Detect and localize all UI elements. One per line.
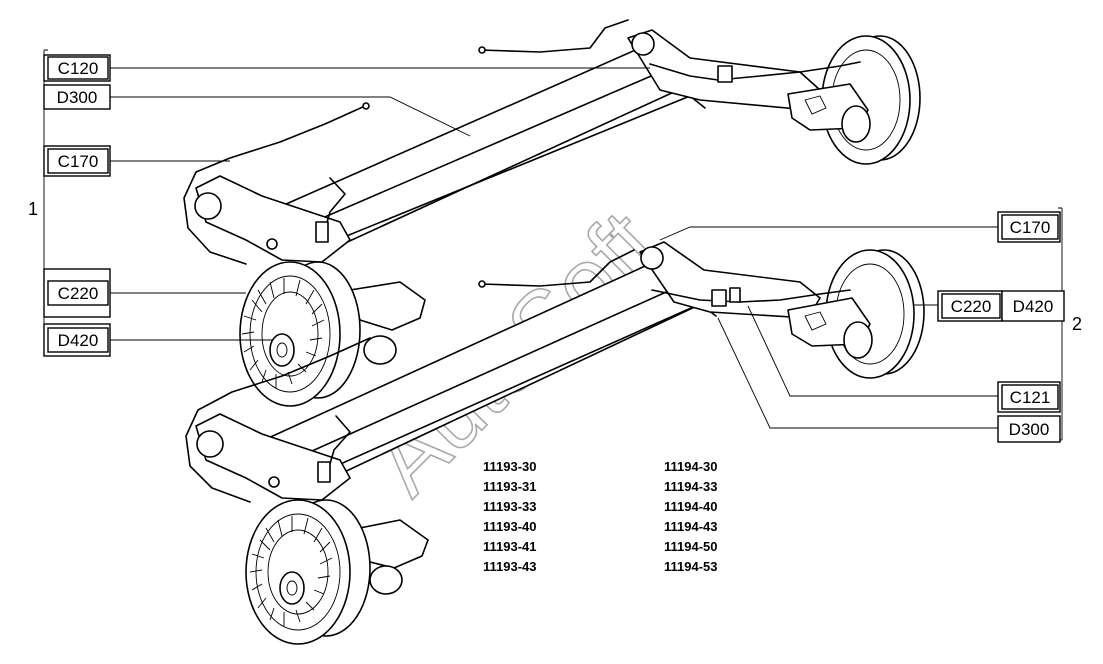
svg-text:C120: C120 [58, 59, 99, 78]
part-number: 11193-31 [483, 479, 537, 494]
lower-left-brake-drum [245, 499, 371, 645]
callout-c120-left: C120 [43, 54, 111, 82]
lower-axle-assembly [185, 241, 925, 645]
group-2-label: 2 [1072, 314, 1082, 334]
svg-text:D420: D420 [58, 331, 99, 350]
part-number: 11194-53 [664, 559, 718, 574]
svg-text:C220: C220 [951, 297, 992, 316]
part-number: 11194-50 [664, 539, 718, 554]
part-number: 11194-43 [664, 519, 718, 534]
svg-text:C170: C170 [1010, 218, 1051, 237]
callout-d420-right: D420 [1001, 290, 1065, 322]
part-numbers-column-1: 11193-30 11193-31 11193-33 11193-40 1119… [483, 459, 537, 574]
callout-c121-right: C121 [997, 381, 1061, 413]
svg-text:C121: C121 [1010, 388, 1051, 407]
part-numbers-column-2: 11194-30 11194-33 11194-40 11194-43 1119… [664, 459, 718, 574]
upper-axle-assembly [183, 19, 921, 407]
part-number: 11193-41 [483, 539, 537, 554]
upper-left-brake-drum [239, 261, 361, 407]
part-number: 11193-33 [483, 499, 537, 514]
part-number: 11193-43 [483, 559, 537, 574]
callout-c220-left: C220 [43, 268, 111, 318]
part-number: 11193-40 [483, 519, 537, 534]
part-number: 11194-33 [664, 479, 718, 494]
svg-text:C220: C220 [58, 284, 99, 303]
callout-d300-right: D300 [997, 415, 1061, 443]
svg-text:D420: D420 [1013, 297, 1054, 316]
callout-c170-left: C170 [43, 145, 111, 177]
upper-right-brake-drum [787, 35, 921, 165]
callout-d420-left: D420 [43, 323, 111, 357]
lower-right-brake-drum [787, 249, 925, 379]
callout-d300-left: D300 [43, 84, 111, 110]
svg-text:D300: D300 [1009, 420, 1050, 439]
group-1-label: 1 [28, 199, 38, 219]
svg-text:C170: C170 [58, 152, 99, 171]
callout-c170-right: C170 [997, 211, 1061, 243]
part-number: 11194-40 [664, 499, 718, 514]
svg-text:D300: D300 [57, 88, 98, 107]
part-number: 11193-30 [483, 459, 537, 474]
callout-c220-right: C220 [937, 290, 1003, 322]
part-number: 11194-30 [664, 459, 718, 474]
